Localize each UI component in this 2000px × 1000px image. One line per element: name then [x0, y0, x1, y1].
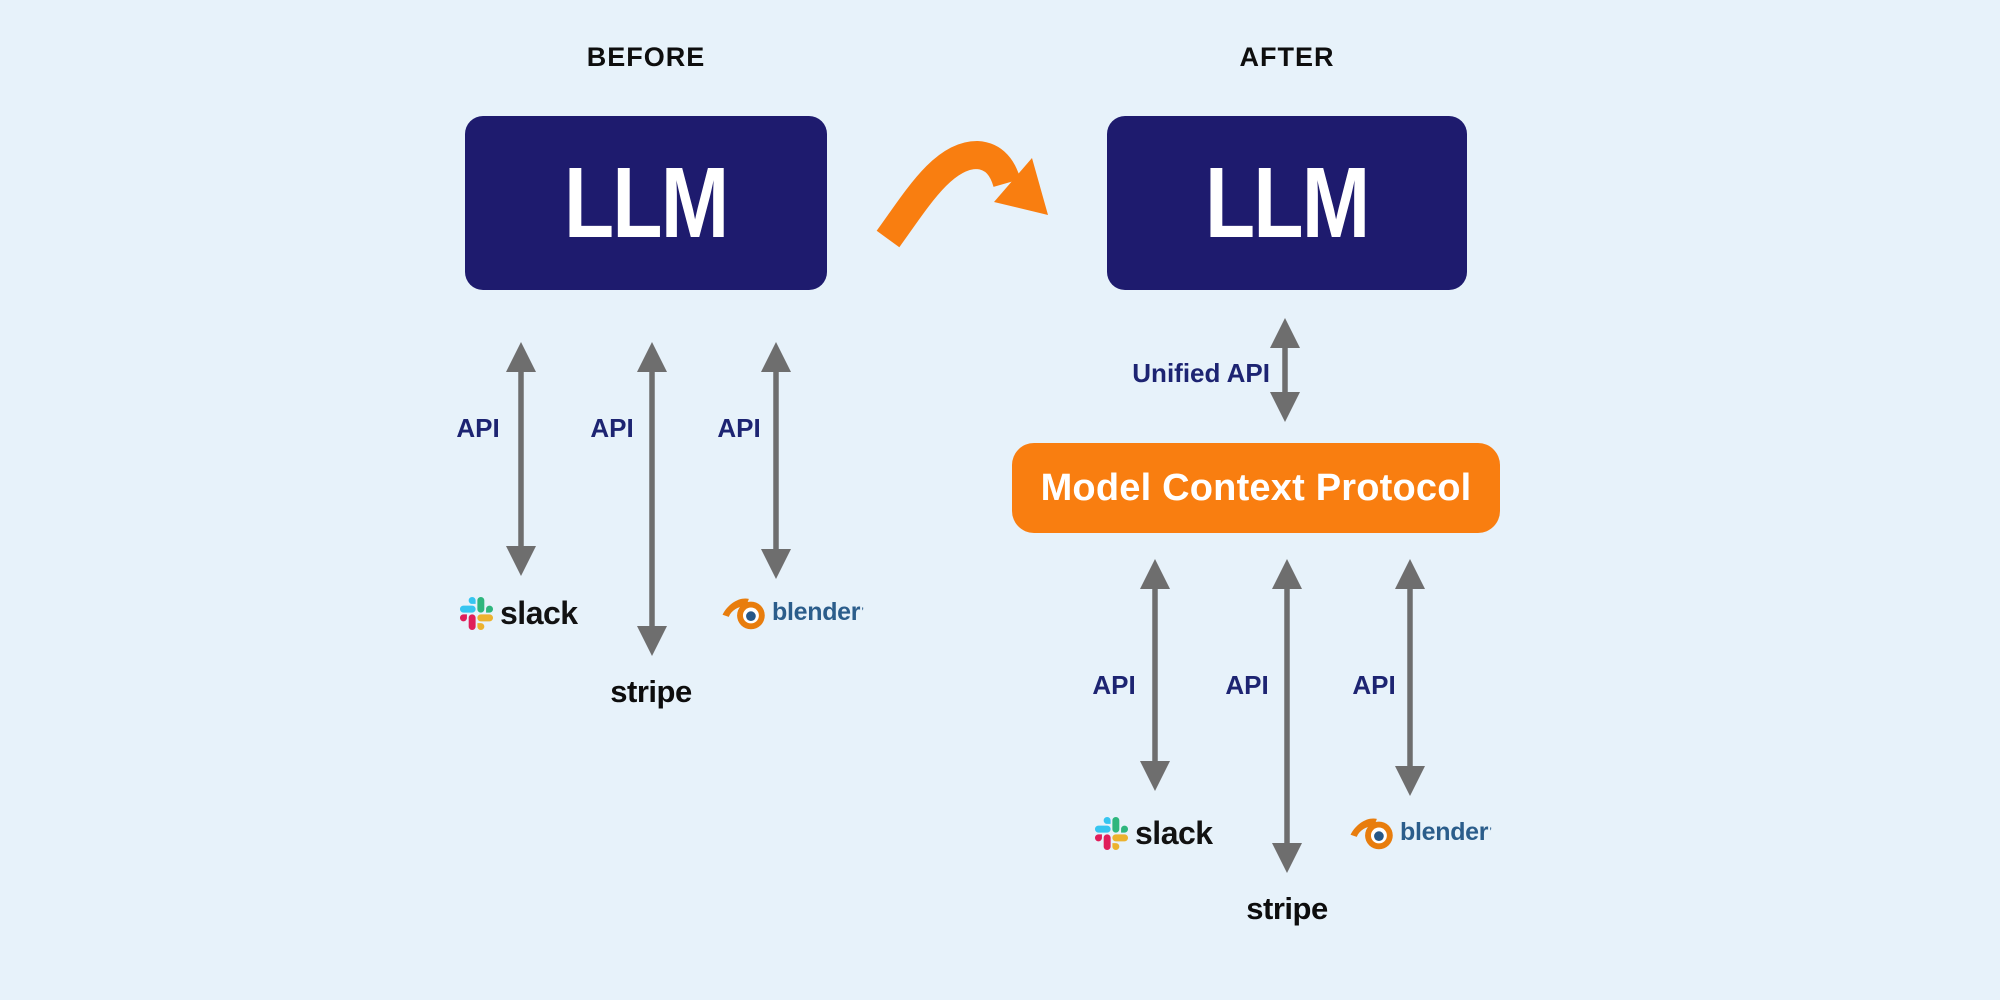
before-title: BEFORE	[586, 42, 706, 72]
double-headed-arrow-icon	[1270, 318, 1300, 422]
after-llm-box: LLM	[1107, 116, 1467, 290]
after-blender-logo: blender ’	[1349, 812, 1492, 852]
slack-logo-icon	[1095, 816, 1128, 850]
after-stripe-wordmark: stripe	[1246, 891, 1328, 926]
after-blender-trademark: ’	[1489, 825, 1492, 839]
double-headed-arrow-icon	[1272, 559, 1302, 873]
double-headed-arrow-icon	[1395, 559, 1425, 796]
before-api-label-1: API	[456, 413, 500, 443]
double-headed-arrow-icon	[1140, 559, 1170, 791]
before-llm-box: LLM	[465, 116, 827, 290]
before-api-label-3: API	[717, 413, 761, 443]
after-api-label-2: API	[1225, 670, 1269, 700]
after-api-label-1: API	[1092, 670, 1136, 700]
blender-logo-icon	[722, 598, 765, 630]
double-headed-arrow-icon	[761, 342, 791, 579]
before-llm-label: LLM	[564, 146, 729, 259]
after-llm-label: LLM	[1205, 146, 1370, 259]
before-stripe-wordmark: stripe	[610, 674, 692, 709]
double-headed-arrow-icon	[506, 342, 536, 576]
curved-transform-arrow-icon	[876, 140, 1048, 248]
before-blender-logo: blender ’	[721, 592, 864, 632]
mcp-label: Model Context Protocol	[1040, 466, 1472, 509]
before-blender-wordmark: blender	[772, 597, 861, 626]
before-api-label-2: API	[590, 413, 634, 443]
after-slack-logo: slack	[1095, 813, 1213, 853]
after-blender-wordmark: blender	[1400, 817, 1489, 846]
double-headed-arrow-icon	[637, 342, 667, 656]
after-slack-wordmark: slack	[1135, 814, 1213, 851]
before-slack-wordmark: slack	[500, 594, 578, 631]
slack-logo-icon	[460, 596, 493, 630]
after-api-label-3: API	[1352, 670, 1396, 700]
before-slack-logo: slack	[460, 593, 578, 633]
blender-logo-icon	[1350, 818, 1393, 850]
before-blender-trademark: ’	[861, 605, 864, 619]
after-title: AFTER	[1239, 42, 1335, 72]
mcp-box: Model Context Protocol	[1012, 443, 1500, 533]
unified-api-label: Unified API	[1132, 358, 1270, 388]
